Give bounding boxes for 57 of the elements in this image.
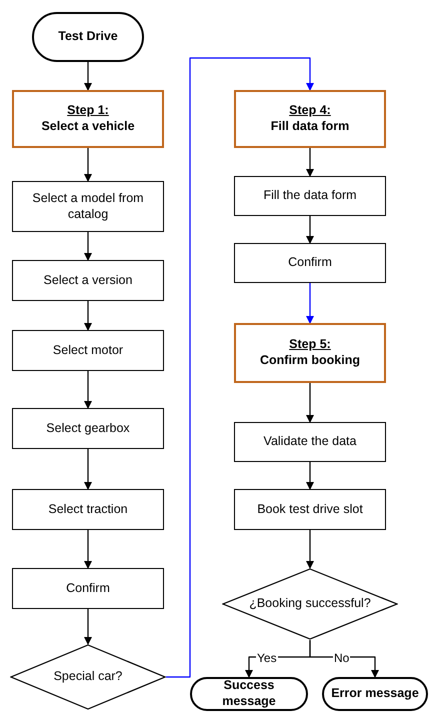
node-text: Success message: [221, 678, 277, 710]
terminal-shape: [322, 677, 428, 711]
node-text: Select a vehicle: [41, 119, 135, 135]
node-text: Confirm booking: [260, 353, 360, 369]
node-text: ¿Booking successful?: [249, 596, 371, 612]
arrow: [166, 57, 314, 678]
process-box: [234, 176, 386, 216]
node-text: Book test drive slot: [257, 502, 363, 518]
process-box: [12, 489, 164, 530]
process-box: [234, 489, 386, 530]
edge-label: No: [333, 652, 350, 664]
arrow: [84, 148, 92, 182]
arrow: [306, 216, 314, 244]
process-box: [12, 181, 164, 232]
node-text: Select motor: [52, 342, 124, 358]
terminal-shape: [32, 12, 144, 62]
step-heading: Step 5:: [289, 337, 331, 353]
node-text: Test Drive: [58, 29, 118, 45]
process-box: [12, 260, 164, 301]
process-box: [12, 408, 164, 449]
arrow: [84, 609, 92, 645]
process-box: [234, 243, 386, 283]
arrow: [306, 462, 314, 490]
node-text: Error message: [331, 686, 419, 702]
step-heading: Step 4:: [289, 103, 331, 119]
step-box: [12, 90, 164, 148]
arrow: [84, 62, 92, 91]
arrow: [306, 283, 314, 324]
arrow: [306, 530, 314, 569]
arrow: [84, 449, 92, 490]
process-box: [12, 568, 164, 609]
step-box: [234, 90, 386, 148]
arrow: [306, 383, 314, 423]
arrow: [309, 640, 379, 678]
node-text: Fill data form: [270, 119, 350, 135]
terminal-shape: [190, 677, 308, 711]
node-text: Select a model from catalog: [31, 190, 145, 222]
process-box: [234, 422, 386, 462]
step-heading: Step 1:: [67, 103, 109, 119]
arrow: [84, 232, 92, 261]
decision-diamond: [222, 568, 398, 640]
arrow: [306, 148, 314, 177]
arrow: [84, 301, 92, 331]
node-text: Select a version: [44, 272, 132, 288]
node-text: Select traction: [48, 502, 128, 518]
node-text: Confirm: [288, 255, 332, 271]
decision-diamond: [10, 644, 166, 710]
node-text: Fill the data form: [263, 188, 357, 204]
arrow: [84, 371, 92, 409]
node-text: Confirm: [66, 580, 110, 596]
node-text: Select gearbox: [46, 420, 130, 436]
process-box: [12, 330, 164, 371]
arrow: [84, 530, 92, 569]
node-text: Validate the data: [264, 434, 356, 450]
step-box: [234, 323, 386, 383]
node-text: Special car?: [54, 669, 122, 685]
edge-label: Yes: [256, 652, 278, 664]
